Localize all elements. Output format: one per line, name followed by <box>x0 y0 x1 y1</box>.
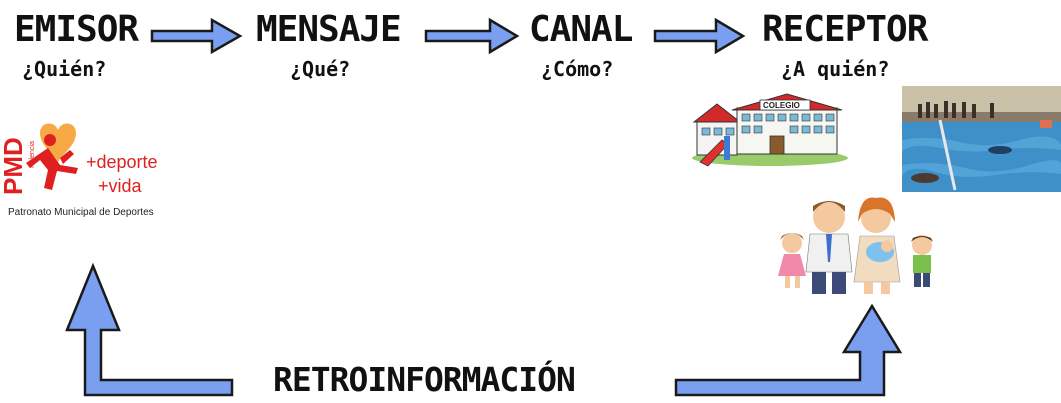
feedback-label: RETROINFORMACIÓN <box>273 360 576 399</box>
feedback-arrow-left <box>65 262 234 397</box>
stage-title-canal: CANAL <box>529 9 633 50</box>
school-illustration: COLEGIO <box>692 92 848 176</box>
stage-question-receptor: ¿A quién? <box>781 57 890 81</box>
family-illustration <box>778 197 933 294</box>
pmd-logo: PMD Palencia +deporte +vida <box>0 123 158 196</box>
pmd-city: Palencia <box>29 141 36 168</box>
pmd-caption: Patronato Municipal de Deportes <box>8 207 154 218</box>
school-sign: COLEGIO <box>763 101 800 110</box>
flow-arrow-1 <box>150 17 243 55</box>
stage-title-receptor: RECEPTOR <box>762 9 928 50</box>
stage-question-canal: ¿Cómo? <box>541 57 614 81</box>
flow-arrow-2 <box>424 17 520 55</box>
stage-title-mensaje: MENSAJE <box>256 9 402 50</box>
flow-arrow-3 <box>653 17 746 55</box>
swimming-pool-photo <box>902 86 1061 192</box>
pmd-slogan-line2: +vida <box>98 176 143 196</box>
pmd-slogan-line1: +deporte <box>86 152 158 172</box>
stage-title-emisor: EMISOR <box>14 9 139 50</box>
stage-question-mensaje: ¿Qué? <box>290 57 351 81</box>
stage-question-emisor: ¿Quién? <box>22 57 107 81</box>
pmd-letters: PMD <box>0 137 28 195</box>
feedback-arrow-right <box>674 303 903 397</box>
